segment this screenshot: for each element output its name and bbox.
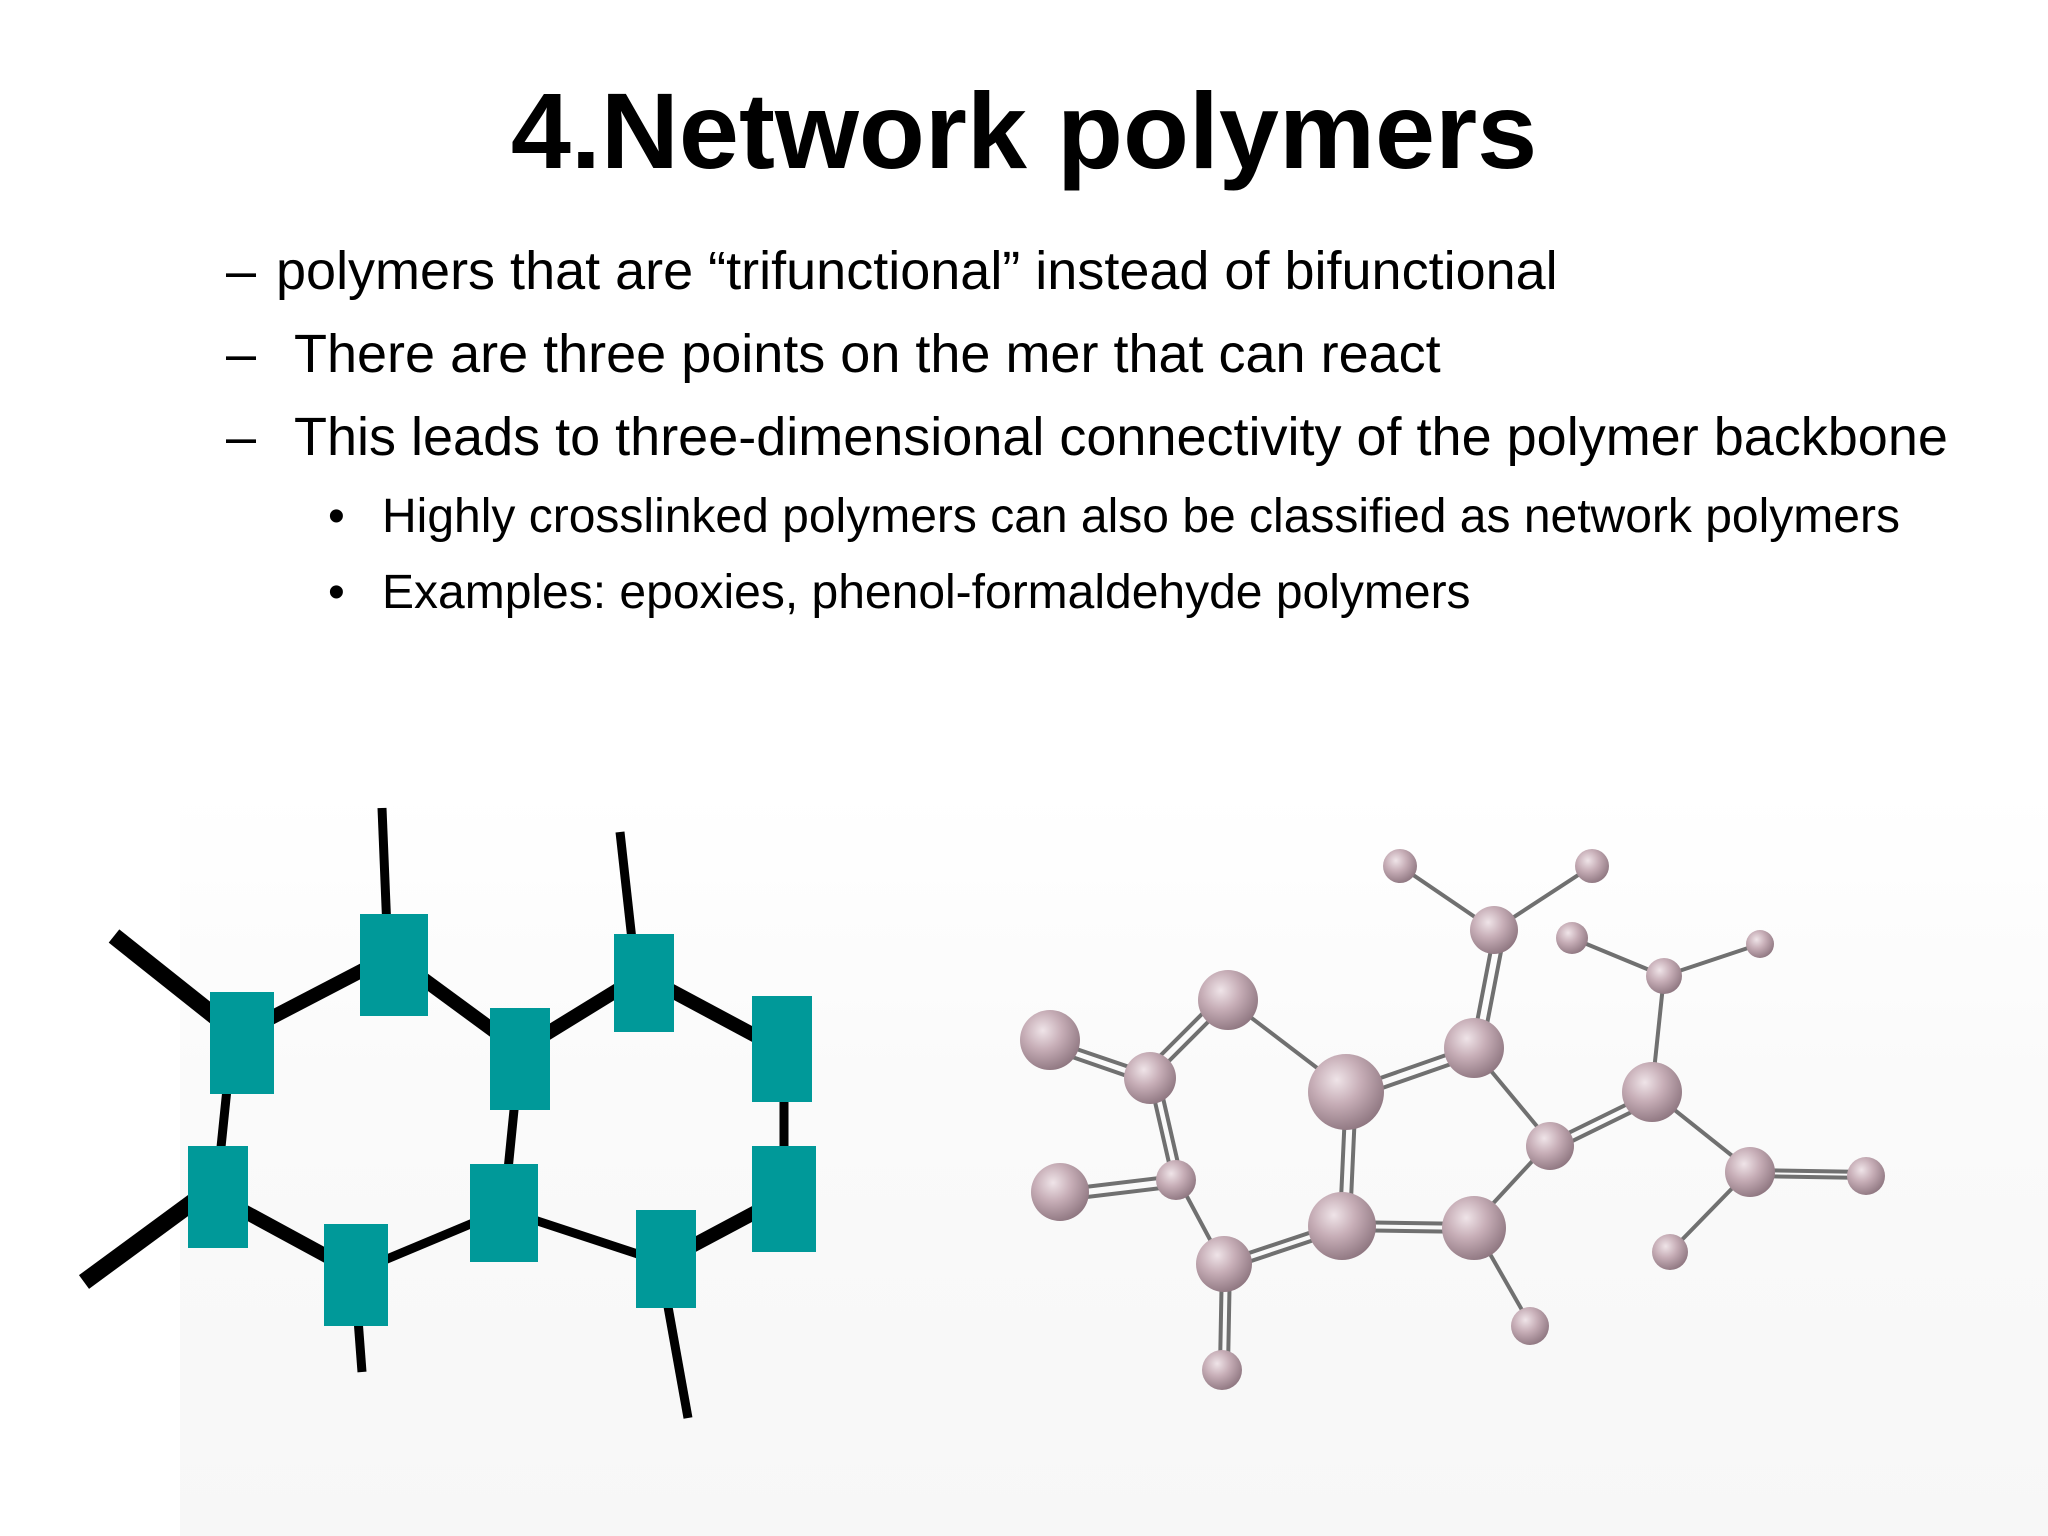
- mer-unit: [636, 1210, 696, 1308]
- atom: [1308, 1054, 1384, 1130]
- bullet-item: – polymers that are “trifunctional” inst…: [226, 236, 1960, 306]
- atom: [1383, 849, 1417, 883]
- atom: [1031, 1163, 1089, 1221]
- network-polymer-schematic: [78, 807, 816, 1419]
- mer-unit: [324, 1224, 388, 1326]
- dash-marker: –: [226, 407, 257, 467]
- bullet-text: This leads to three-dimensional connecti…: [294, 407, 1948, 467]
- mer-unit: [752, 996, 812, 1102]
- mer-unit: [752, 1146, 816, 1252]
- slide-title: 4.Network polymers: [510, 70, 1538, 191]
- bullet-list: – polymers that are “trifunctional” inst…: [226, 236, 1960, 636]
- atom: [1156, 1160, 1196, 1200]
- mer-unit: [614, 934, 674, 1032]
- atom: [1442, 1196, 1506, 1260]
- dash-marker: –: [226, 324, 257, 384]
- bullet-text: polymers that are “trifunctional” instea…: [276, 241, 1558, 301]
- atom: [1124, 1052, 1176, 1104]
- atom: [1511, 1307, 1549, 1345]
- atom: [1725, 1147, 1775, 1197]
- mer-unit: [360, 914, 428, 1016]
- atom: [1198, 970, 1258, 1030]
- sub-bullet-text: Highly crosslinked polymers can also be …: [382, 490, 1900, 543]
- atom: [1526, 1122, 1574, 1170]
- mer-unit: [470, 1164, 538, 1262]
- atom: [1847, 1157, 1885, 1195]
- mer-unit: [210, 992, 274, 1094]
- atom: [1470, 906, 1518, 954]
- atom: [1444, 1018, 1504, 1078]
- bullet-item: – This leads to three-dimensional connec…: [226, 402, 1960, 472]
- sub-bullet-text: Examples: epoxies, phenol-formaldehyde p…: [382, 566, 1471, 619]
- bullet-dot: •: [328, 566, 345, 619]
- bullet-dot: •: [328, 490, 345, 543]
- atom: [1196, 1236, 1252, 1292]
- atom: [1202, 1350, 1242, 1390]
- atom: [1622, 1062, 1682, 1122]
- atom: [1652, 1234, 1688, 1270]
- atom: [1746, 930, 1774, 958]
- sub-bullet-item: • Examples: epoxies, phenol-formaldehyde…: [226, 563, 1960, 623]
- bullet-item: – There are three points on the mer that…: [226, 319, 1960, 389]
- atom: [1646, 958, 1682, 994]
- ball-and-stick-molecule: [1020, 849, 1885, 1390]
- atom: [1575, 849, 1609, 883]
- sub-bullet-item: • Highly crosslinked polymers can also b…: [226, 487, 1960, 547]
- bullet-text: There are three points on the mer that c…: [294, 324, 1441, 384]
- dash-marker: –: [226, 241, 257, 301]
- mer-unit: [490, 1008, 550, 1110]
- atom: [1556, 922, 1588, 954]
- atom: [1308, 1192, 1376, 1260]
- atom: [1020, 1010, 1080, 1070]
- mer-unit: [188, 1146, 248, 1248]
